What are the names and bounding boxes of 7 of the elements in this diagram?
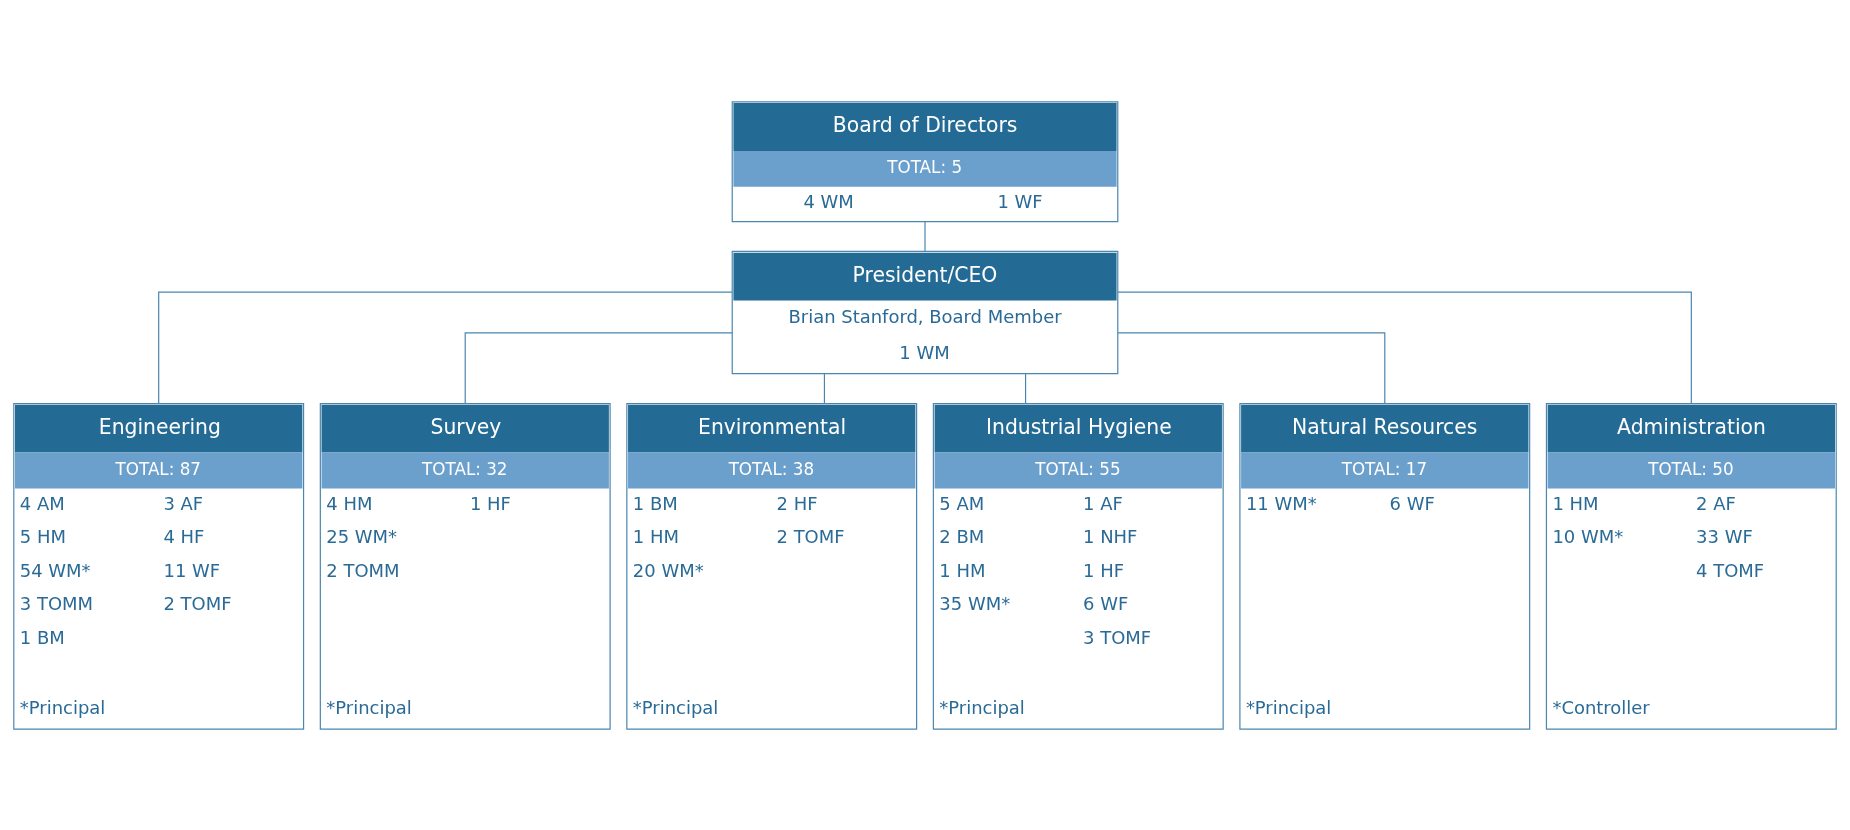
connector [158, 291, 733, 404]
connector [1117, 331, 1386, 404]
connector [464, 331, 733, 404]
connector [1117, 291, 1692, 404]
connector [823, 372, 825, 404]
connector [1025, 372, 1027, 404]
connector [924, 220, 926, 252]
